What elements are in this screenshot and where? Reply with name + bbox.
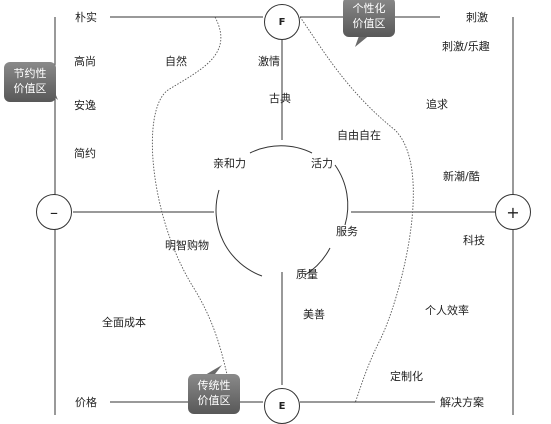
callout-traditional-text: 传统性 价值区 [197,379,231,407]
label-zhui-qiu: 追求 [426,98,448,111]
label-ming-zhi: 明智购物 [165,239,209,252]
label-zi-you: 自由自在 [337,129,381,142]
label-ding-zhi: 定制化 [390,370,423,383]
circle-arc-right [334,164,349,226]
value-quadrant-diagram: F E – + 个性化 价值区 节约性 价值区 传统性 价值区 朴实 刺激 价格… [4,0,531,424]
label-ge-ren: 个人效率 [425,304,469,317]
label-qin-he: 亲和力 [213,157,246,170]
circle-arc-top [249,145,313,154]
label-xin-chao: 新潮/酷 [443,170,480,183]
circle-arc-bottom-right [304,247,331,276]
diagram-lines [54,16,514,415]
label-jian-yue: 简约 [74,147,96,160]
dotted-boundary-right [299,16,414,404]
label-huo-li: 活力 [311,157,333,170]
node-bottom: E [264,388,300,424]
label-zhi-liang: 质量 [296,268,318,281]
corner-bottom-right: 解决方案 [440,396,484,409]
node-plus: + [495,194,531,230]
corner-bottom-left: 价格 [75,396,97,409]
label-mei-shan: 美善 [303,308,325,321]
dotted-boundary-left [151,16,236,401]
callout-individualized: 个性化 价值区 [343,0,395,37]
node-minus: – [36,194,72,230]
callout-individualized-text: 个性化 价值区 [352,2,386,30]
label-gu-dian: 古典 [269,92,291,105]
label-ke-ji: 科技 [463,234,485,247]
corner-top-right: 刺激 [466,11,488,24]
label-fu-wu: 服务 [336,225,358,238]
callout-economy: 节约性 价值区 [4,62,56,102]
corner-top-left: 朴实 [75,11,97,24]
callout-traditional: 传统性 价值区 [188,374,240,414]
label-quan-mian: 全面成本 [102,316,146,329]
label-gao-shang: 高尚 [74,55,96,68]
label-an-yi: 安逸 [74,99,96,112]
callout-economy-text: 节约性 价值区 [13,67,47,95]
node-top: F [264,4,300,40]
label-zi-ran: 自然 [165,55,187,68]
label-ji-qing: 激情 [258,55,280,68]
label-ci-ji-le-qu: 刺激/乐趣 [442,40,490,53]
circle-arc-left [215,189,263,277]
